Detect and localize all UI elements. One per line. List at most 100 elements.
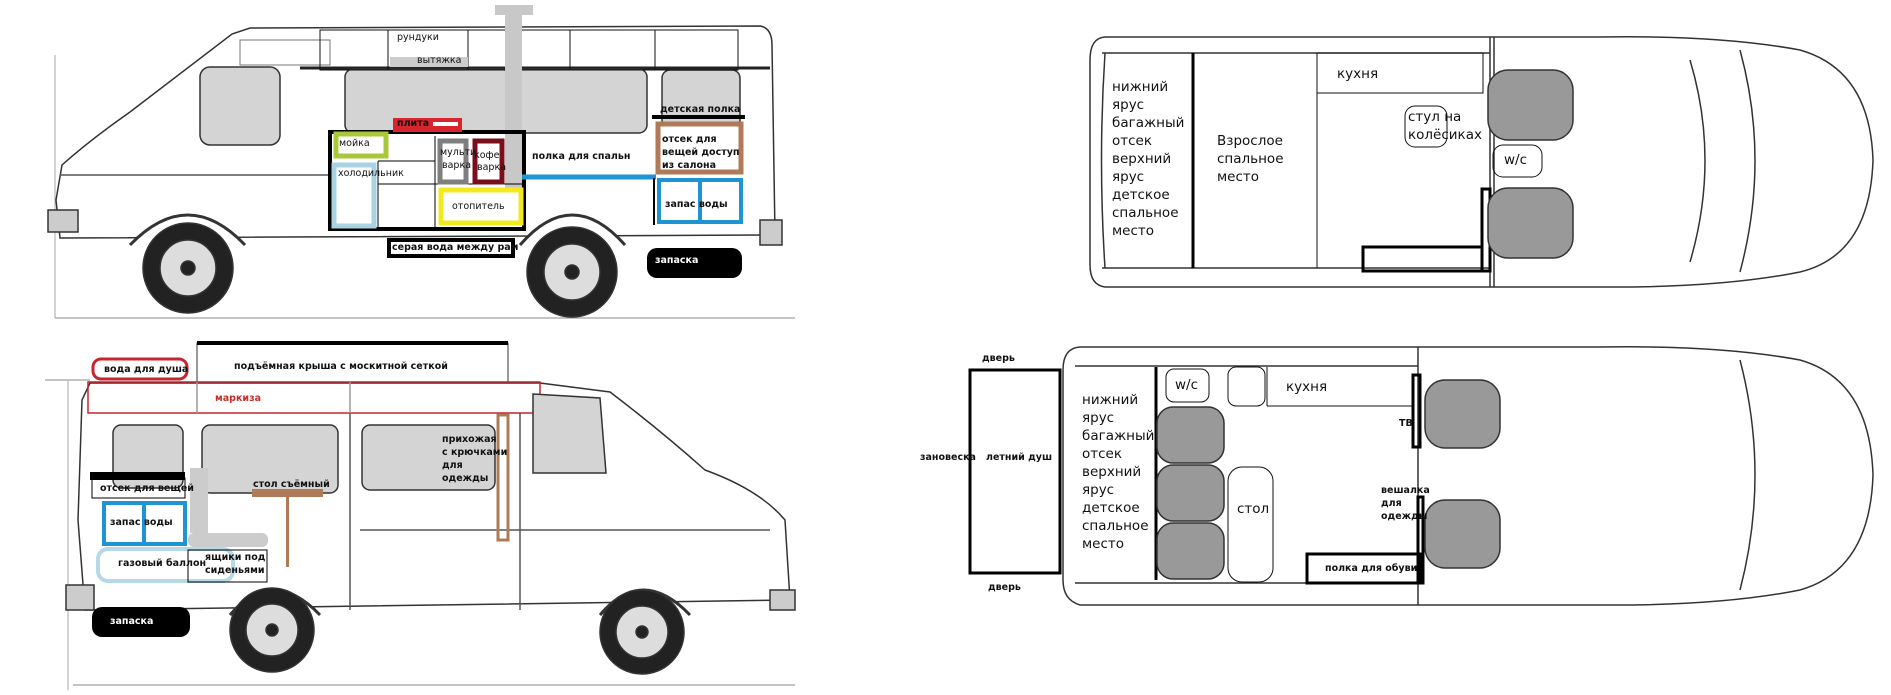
sink — [333, 131, 389, 159]
label-kitchen: кухня — [1286, 379, 1328, 395]
kitchen-area — [1316, 52, 1484, 94]
label-water-supply: запас воды — [665, 199, 728, 210]
plan-text-line: ярус — [1082, 410, 1115, 426]
label-hanger-1: вешалка — [1381, 485, 1430, 496]
table-box — [1227, 466, 1274, 583]
label-coffee-1: кофе — [474, 150, 500, 161]
multicooker — [437, 138, 469, 185]
plan-text-line: спальное — [1217, 151, 1284, 167]
driver-seat — [1424, 379, 1501, 449]
small-cabinet — [1227, 366, 1266, 407]
removable-table — [252, 489, 323, 497]
label-hallway: прихожая с крючками для одежды — [442, 433, 507, 485]
label-spare-wheel: запаска — [110, 616, 154, 627]
wc-box — [1492, 144, 1543, 178]
cab-window — [199, 66, 281, 146]
storage-compartment — [655, 121, 744, 175]
coffee-maker — [472, 138, 505, 185]
label-storage-3: из салона — [662, 160, 716, 171]
label-kitchen: кухня — [1337, 66, 1379, 82]
van-outline — [1062, 346, 1874, 606]
side-window — [661, 69, 741, 129]
plan-text-line: багажный — [1112, 115, 1185, 131]
label-hallway-line: прихожая — [442, 434, 497, 445]
plan-text-line: ярус — [1082, 482, 1115, 498]
plan-text-line: ярус — [1112, 169, 1145, 185]
plan-text-line: место — [1217, 169, 1260, 185]
chair-on-wheels — [1404, 105, 1448, 148]
roof-storage-outline — [319, 29, 739, 71]
plan-text-line: багажный — [1082, 428, 1155, 444]
front-bumper — [47, 209, 79, 233]
van-side-view-bottom — [45, 341, 796, 690]
van-outline — [1089, 36, 1874, 288]
label-wc: w/c — [1175, 377, 1199, 393]
label-coffee-2: варка — [477, 162, 507, 173]
plan-text-line: отсек — [1082, 446, 1123, 462]
plan-text-line: верхний — [1112, 151, 1172, 167]
label-storage: отсек для вещей — [100, 483, 194, 494]
label-tv: ТВ — [1399, 418, 1413, 429]
label-stove: плита — [397, 118, 430, 129]
label-door-top: дверь — [982, 353, 1015, 364]
label-spare-wheel: запаска — [655, 255, 699, 266]
bench-seat — [1156, 522, 1225, 580]
label-chair-2: колёсиках — [1408, 127, 1482, 143]
plan-text-line: Взрослое — [1217, 133, 1283, 149]
fridge — [331, 162, 377, 229]
spare-wheel — [92, 607, 190, 637]
shower-water-tank — [91, 357, 189, 381]
label-wc: w/c — [1504, 152, 1528, 168]
label-adult-bed: Взрослое спальное место — [1217, 132, 1297, 186]
rear-bumper — [759, 219, 783, 246]
label-rear-bunk: нижний ярус багажный отсек верхний ярус … — [1082, 391, 1162, 553]
label-hallway-line: с крючками — [442, 447, 508, 458]
label-seat-drawers-1: ящики под — [205, 552, 266, 563]
label-sleeping-shelf: полка для спальн — [532, 151, 631, 162]
label-sink: мойка — [339, 138, 370, 149]
label-hallway-line: для — [442, 460, 463, 471]
front-bumper — [769, 589, 796, 611]
plan-text-line: спальное — [1112, 205, 1179, 221]
gas-tank — [96, 547, 235, 583]
hanger-bar — [1416, 495, 1425, 585]
plan-text-line: ярус — [1112, 97, 1145, 113]
grey-water-tank — [387, 238, 515, 258]
label-shoe-shelf: полка для обуви — [1325, 563, 1418, 574]
driver-seat — [1487, 69, 1574, 141]
passenger-seat — [1424, 499, 1501, 569]
label-multicooker-2: варка — [442, 160, 472, 171]
chimney-cap — [495, 5, 533, 15]
label-fridge: холодильник — [338, 168, 404, 179]
plan-text-line: детское — [1112, 187, 1170, 203]
label-storage-boxes: рундуки — [397, 32, 439, 43]
shoe-shelf — [1305, 552, 1422, 585]
seat-drawers — [187, 549, 268, 583]
label-awning: маркиза — [215, 393, 262, 404]
plan-text-line: верхний — [1082, 464, 1142, 480]
chimney-pipe — [505, 13, 522, 188]
label-multicooker-1: мульти — [440, 147, 477, 158]
side-window — [511, 68, 648, 134]
bench-seat — [1156, 464, 1225, 522]
label-seat-drawers-2: сиденьями — [205, 565, 265, 576]
label-hanger-3: одежды — [1381, 511, 1428, 522]
tv-panel — [1411, 373, 1422, 449]
van-side-view-top — [47, 5, 795, 319]
label-heater: отопитель — [452, 201, 505, 212]
hallway-hooks — [496, 413, 510, 542]
plan-text-line: нижний — [1082, 392, 1139, 408]
label-gas-tank: газовый баллон — [118, 558, 207, 569]
passenger-seat — [1487, 187, 1574, 259]
label-curtain: зановеска — [920, 452, 976, 463]
label-kids-shelf: детская полка — [660, 104, 741, 115]
storage-compartment — [91, 477, 186, 499]
label-summer-shower: летний душ — [986, 452, 1053, 463]
label-table: стол — [1237, 501, 1270, 517]
wc-box — [1165, 368, 1210, 403]
label-water-supply: запас воды — [110, 517, 173, 528]
rear-bumper — [65, 584, 95, 611]
label-chair-1: стул на — [1408, 109, 1462, 125]
plan-text-line: место — [1082, 536, 1125, 552]
